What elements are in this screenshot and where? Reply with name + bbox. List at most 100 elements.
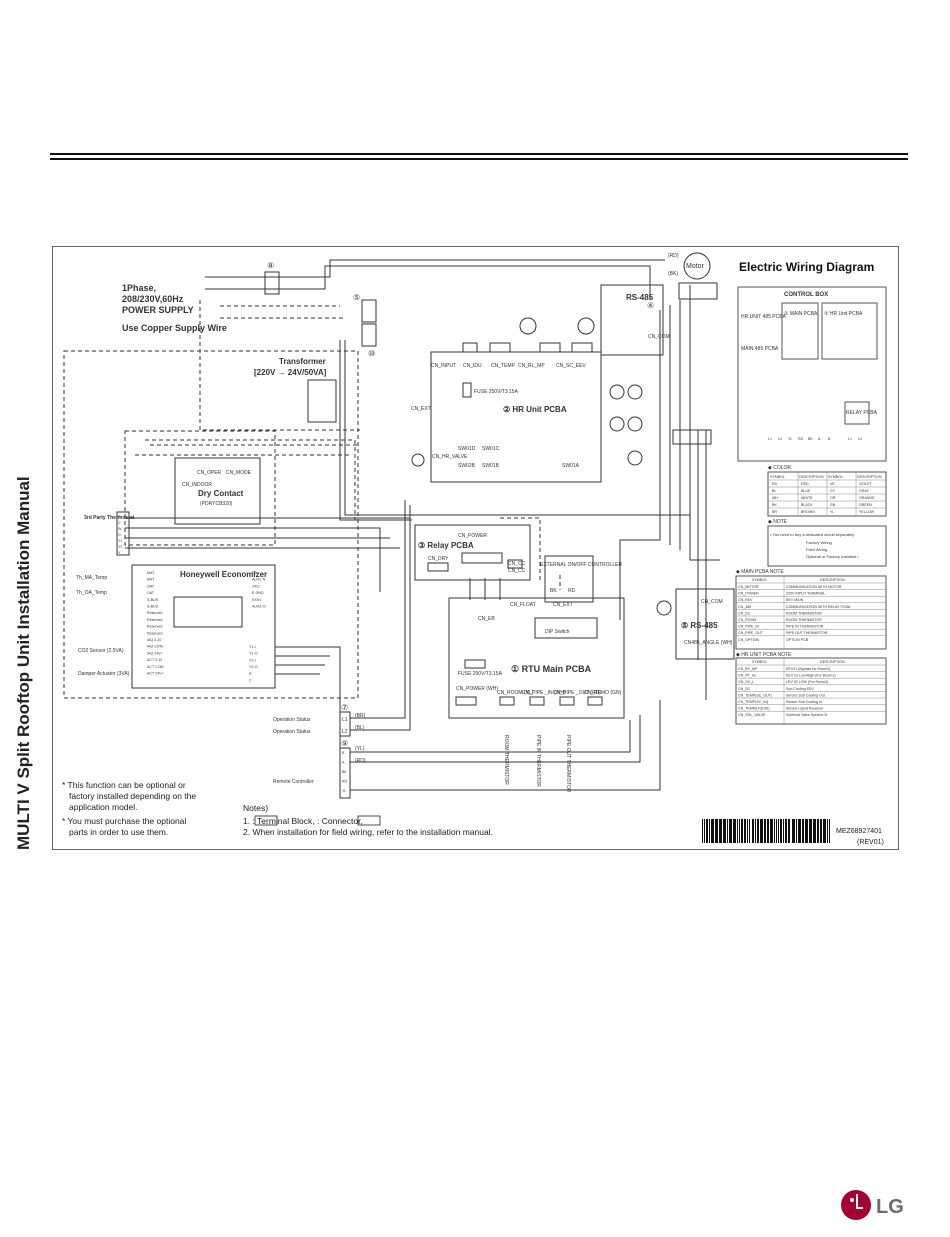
main-note-desc: OPTION PCB <box>786 638 809 642</box>
terminal-block-10 <box>361 323 377 347</box>
econ-terminal-right: OCC <box>252 584 260 588</box>
rs485-top-box <box>600 284 664 356</box>
cb-item-hr: ② HR Unit PCBA <box>824 311 863 317</box>
therm-room: ROOM THERMISTOR <box>503 735 509 785</box>
ext-controller-box <box>544 555 594 603</box>
ext-controller-bk: BK <box>550 588 557 594</box>
main-note-heading: ◆ MAIN PCBA NOTE <box>736 569 784 575</box>
indoor-dashed-region <box>63 350 359 699</box>
barcode-bar <box>727 819 728 843</box>
econ-terminal-right: AUX2-O <box>252 605 266 609</box>
rs485-top-cn-com: CN_COM <box>648 334 670 340</box>
econ-terminal-left: OAT <box>147 584 155 588</box>
main-cn-eb: CN_EB <box>478 616 495 622</box>
dry-contact-title: Dry Contact <box>198 489 244 498</box>
econ-terminal-left: OAT <box>147 591 155 595</box>
econ-damper: Damper Actuator (3VA) <box>78 671 130 677</box>
barcode-code: MEZ68927401 <box>836 828 882 835</box>
remote-terminal: A <box>342 761 345 765</box>
color-table-cell: ORANGE <box>859 496 875 500</box>
note-heading: ◆ NOTE <box>768 519 788 525</box>
circle-9: ⑨ <box>341 739 348 748</box>
remote-terminal: B <box>342 751 345 755</box>
barcode-bar <box>723 819 726 843</box>
notes-title: Notes) <box>243 803 268 813</box>
valve-circle-3 <box>627 384 643 400</box>
econ-terminal-left: ACT COM <box>147 665 164 669</box>
main-connectors <box>455 696 603 706</box>
econ-terminal-right: AUX1-N <box>252 578 266 582</box>
barcode-bar <box>715 819 718 843</box>
cb-terminal: B <box>828 437 831 441</box>
control-dashed-region <box>124 430 276 546</box>
hr-cn-rl-mp: CN_RL_MP <box>518 363 545 369</box>
hr-pcba-box <box>430 351 602 483</box>
economizer-title: Honeywell Economizer <box>180 570 267 579</box>
econ-terminal-right-lower: C <box>249 679 252 683</box>
barcode-bar <box>755 819 756 843</box>
barcode-bar <box>785 819 787 843</box>
barcode-bar <box>802 819 804 843</box>
barcode-bar <box>729 819 732 843</box>
note-box <box>767 525 887 567</box>
color-table-cell: VE <box>830 482 835 486</box>
color-table-cell: BLACK <box>801 503 813 507</box>
header-rule-top <box>50 153 908 155</box>
econ-terminal-right: NA <box>252 571 258 575</box>
hr-note-heading: ◆ HR UNIT PCBA NOTE <box>736 652 792 658</box>
hr-note-desc: LEV 02 LOW (For Room2) <box>786 680 828 684</box>
main-note-table <box>735 575 887 650</box>
hr-cn-input: CN_INPUT <box>431 363 456 369</box>
wire-econ <box>275 646 341 780</box>
wire-operation <box>350 500 411 731</box>
thermostat-terminal: Y2 <box>118 545 122 549</box>
relay-title: ③ Relay PCBA <box>418 541 474 550</box>
barcode-bar <box>739 819 740 843</box>
remote-terminal: BK <box>342 770 347 774</box>
barcode-bar <box>749 819 750 843</box>
color-table-cell: YL <box>830 510 834 514</box>
terminal-block-operation <box>339 711 351 737</box>
barcode-bar <box>704 819 705 843</box>
hr-note-desc: EEV 01 Low/High (For Room1) <box>786 674 836 678</box>
rs485-right-cn-com: CN_COM <box>701 599 723 605</box>
barcode-bar <box>760 819 763 843</box>
circle-4: ④ <box>647 301 654 310</box>
terminal-block-remote <box>339 747 351 799</box>
hr-cn-sc-eev: CN_SC_EEV <box>556 363 586 369</box>
hr-cn-ext: CN_EXT <box>411 406 431 412</box>
valve-circle-5 <box>627 450 643 466</box>
barcode-bar <box>796 819 797 843</box>
wire-dashed-1 <box>199 300 360 431</box>
note-1: 1. : Terminal Block, : Connector, <box>243 816 363 826</box>
cb-terminal: RD <box>798 437 804 441</box>
control-box <box>737 286 887 462</box>
main-fuse: FUSE 250V/T3.15A <box>458 671 503 677</box>
thermostat-label: 3rd Party Thermostat <box>84 515 135 521</box>
fuse-main <box>464 659 486 669</box>
dry-contact-model: (PDRYCB320) <box>200 501 233 507</box>
main-note-symbol: CN_485 <box>738 605 751 609</box>
econ-terminal-left: MAT <box>147 578 155 582</box>
relay-cn-dry: CN_DRY <box>428 556 449 562</box>
hr-cn-idu: CN_IDU <box>463 363 482 369</box>
main-note-desc: COMMUNICATION WITH RELAY PCBA <box>786 605 851 609</box>
cn-indoor: CN_INDOOR <box>182 482 212 488</box>
econ-terminal-right-lower: Y1-I <box>249 645 256 649</box>
brand-wordmark: LG <box>876 1196 904 1218</box>
ext-controller-label: EXTERNAL ON/OFF CONTROLLER <box>540 562 622 568</box>
wire-bus-3 <box>689 430 720 700</box>
fuse-hr <box>462 382 472 398</box>
barcode-bar <box>823 819 826 843</box>
barcode-bar <box>706 819 708 843</box>
eev-circle-1 <box>519 317 537 335</box>
main-dip: DIP Switch <box>545 629 570 635</box>
motor-bk: (BK) <box>668 271 678 277</box>
econ-terminal-right-lower: Y2-I <box>249 658 256 662</box>
color-table-cell: BROWN <box>801 510 815 514</box>
barcode-bar <box>711 819 714 843</box>
hr-note-header: SYMBOL <box>752 660 767 664</box>
wire-power-top <box>205 259 665 300</box>
transformer-box <box>307 379 337 423</box>
operation-status-1: Operation Status <box>273 717 311 723</box>
